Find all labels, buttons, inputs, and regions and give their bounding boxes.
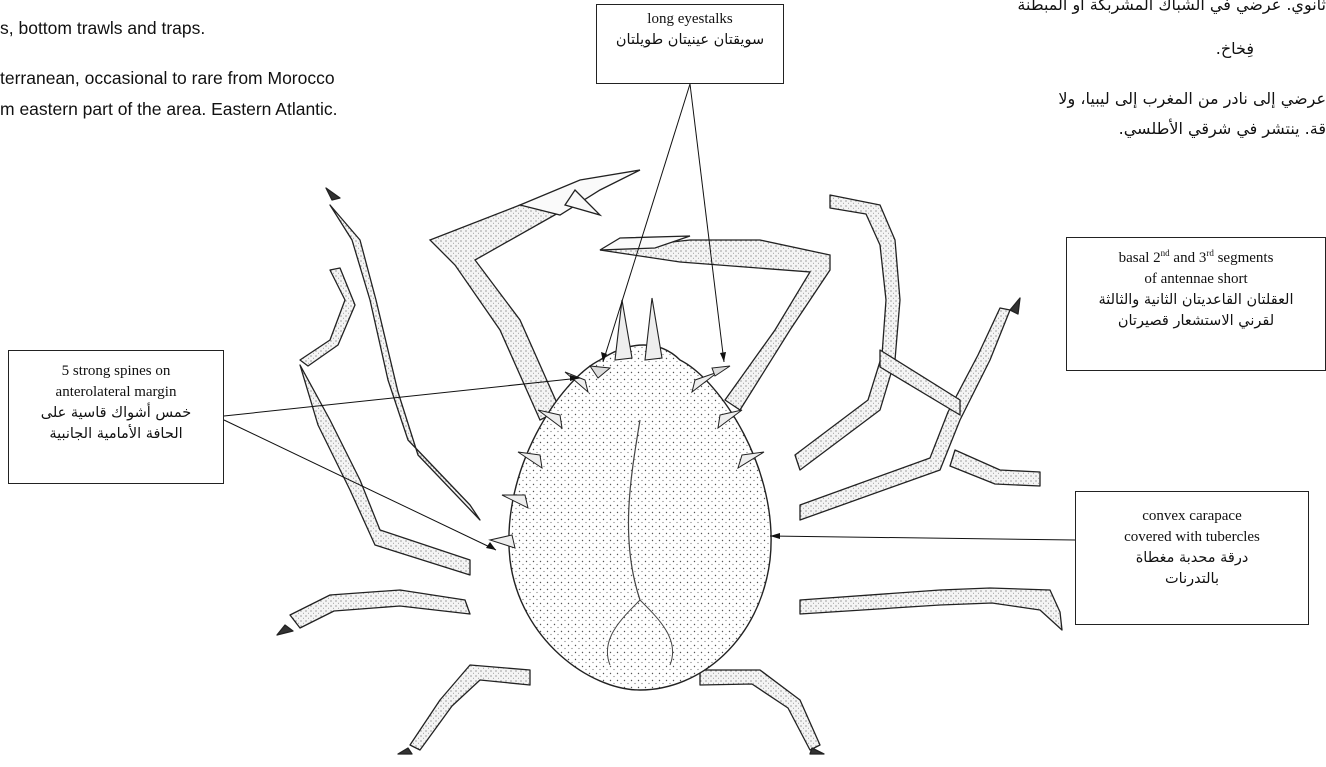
- label-carapace-en-2: covered with tubercles: [1076, 527, 1308, 548]
- label-antennae-segments: basal 2nd and 3rd segments of antennae s…: [1066, 237, 1326, 371]
- label-antennae-ar-1: العقلتان القاعديتان الثانية والثالثة: [1067, 290, 1325, 311]
- label-spines-ar-1: خمس أشواك قاسية على: [9, 403, 223, 424]
- label-long-eyestalks: long eyestalks سويقتان عينيتان طويلتان: [596, 4, 784, 84]
- label-antennae-ar-2: لقرني الاستشعار قصيرتان: [1067, 311, 1325, 332]
- label-eyestalks-en: long eyestalks: [597, 9, 783, 30]
- label-spines-en-1: 5 strong spines on: [9, 361, 223, 382]
- label-spines-en-2: anterolateral margin: [9, 382, 223, 403]
- label-carapace-ar-2: بالتدرنات: [1076, 569, 1308, 590]
- label-spines-ar-2: الحافة الأمامية الجانبية: [9, 424, 223, 445]
- label-carapace-ar-1: درقة محدبة مغطاة: [1076, 548, 1308, 569]
- label-carapace-en-1: convex carapace: [1076, 506, 1308, 527]
- label-anterolateral-spines: 5 strong spines on anterolateral margin …: [8, 350, 224, 484]
- label-eyestalks-ar: سويقتان عينيتان طويلتان: [597, 30, 783, 51]
- label-antennae-en-1: basal 2nd and 3rd segments: [1067, 248, 1325, 269]
- label-antennae-en-2: of antennae short: [1067, 269, 1325, 290]
- label-convex-carapace: convex carapace covered with tubercles د…: [1075, 491, 1309, 625]
